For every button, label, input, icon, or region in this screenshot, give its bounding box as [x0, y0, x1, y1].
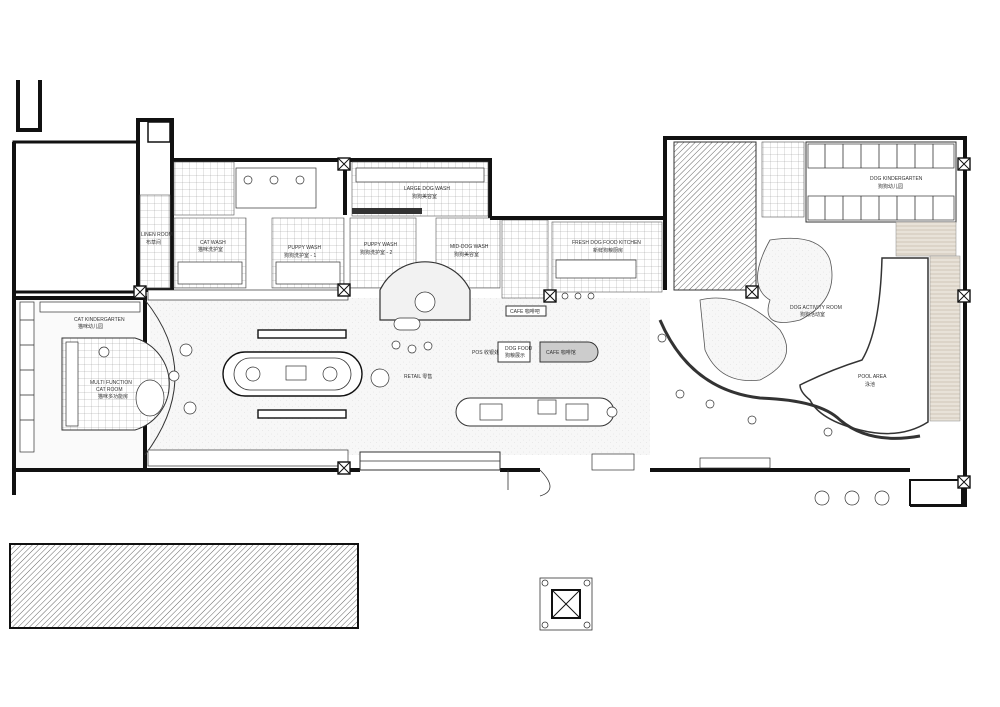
staff-area-floor — [173, 161, 235, 216]
small-storage-room — [501, 219, 549, 299]
column-feature — [539, 577, 593, 631]
pool-edge-wall — [658, 319, 921, 440]
mid-dog-wash-label-zh: 狗狗美容室 — [454, 251, 479, 258]
multi-function-label-zh: 猫咪多功能房 — [98, 393, 128, 400]
pool-area — [799, 257, 929, 435]
shelf-bottom — [147, 449, 349, 467]
retail-racks — [222, 329, 363, 419]
retail-label: RETAIL 零售 — [404, 373, 432, 380]
cat-wash-label-zh: 猫咪洗护室 — [198, 246, 223, 253]
large-dog-wash-walls — [350, 158, 492, 218]
wood-deck-side — [929, 255, 961, 422]
multi-function-label-1: MULTI FUNCTION — [90, 380, 132, 386]
fresh-kitchen-label-zh: 新鲜狗粮厨房 — [593, 247, 623, 254]
fresh-kitchen-label: FRESH DOG FOOD KITCHEN — [572, 240, 641, 246]
cat-cages — [19, 301, 141, 453]
dog-kennels — [807, 143, 955, 221]
cafe-counter — [539, 341, 599, 363]
fresh-kitchen-room — [551, 221, 663, 293]
cafe-label: CAFE 咖啡馆 — [546, 349, 576, 356]
dog-food-label-zh: 狗粮展示 — [505, 352, 525, 359]
large-dog-wash-label-zh: 狗狗美容室 — [412, 193, 437, 200]
wood-deck-top — [895, 221, 957, 257]
linen-room-label-zh: 布草间 — [146, 239, 161, 246]
round-wash-area — [379, 261, 471, 321]
cat-kindergarten-label: CAT KINDERGARTEN — [74, 317, 125, 323]
structural-columns — [133, 157, 971, 489]
large-dog-wash-label: LARGE DOG WASH — [404, 186, 450, 192]
dog-activity-label-zh: 狗狗活动室 — [800, 311, 825, 318]
wall-upper-left — [16, 80, 42, 132]
cafe-bar — [505, 305, 547, 317]
pool-area-label: POOL AREA — [858, 374, 887, 380]
dog-activity-area — [757, 237, 833, 323]
puppy-wash-1-label-zh: 狗狗洗护室 - 1 — [284, 252, 316, 259]
pos-label: POS 收银处 — [472, 349, 499, 356]
entrance-door — [507, 469, 551, 497]
stair-room — [761, 141, 805, 218]
puppy-wash-2-label: PUPPY WASH — [364, 242, 397, 248]
puppy-wash-2-label-zh: 狗狗洗护室 - 2 — [360, 249, 392, 256]
dog-activity-area-2 — [699, 297, 788, 382]
mid-dog-wash-label: MID-DOG WASH — [450, 244, 489, 250]
puppy-wash-1-label: PUPPY WASH — [288, 245, 321, 251]
entry-step — [909, 479, 963, 506]
cat-wash-label: CAT WASH — [200, 240, 226, 246]
hatched-shaft — [673, 141, 757, 291]
pos-counter — [497, 341, 531, 363]
cat-kindergarten-label-zh: 猫咪幼儿园 — [78, 323, 103, 330]
linen-room-label: LINEN ROOM — [141, 232, 173, 238]
dog-activity-label: DOG ACTIVITY ROOM — [790, 305, 842, 311]
hatched-block-bottom — [9, 543, 359, 629]
linen-room-floor — [139, 194, 171, 289]
multi-function-label-2: CAT ROOM — [96, 387, 122, 393]
pool-area-label-zh: 泳池 — [865, 381, 875, 388]
entrance-shelf — [699, 457, 771, 469]
dog-kindergarten-label: DOG KINDERGARTEN — [870, 176, 923, 182]
hatched-block-top-left — [12, 140, 140, 294]
shelf-top — [147, 289, 349, 301]
dog-kindergarten-label-zh: 狗狗幼儿园 — [878, 183, 903, 190]
cafe-bar-label: CAFE 咖啡吧 — [510, 308, 540, 315]
reception-desk — [591, 453, 635, 471]
dog-food-label: DOG FOOD — [505, 346, 533, 352]
